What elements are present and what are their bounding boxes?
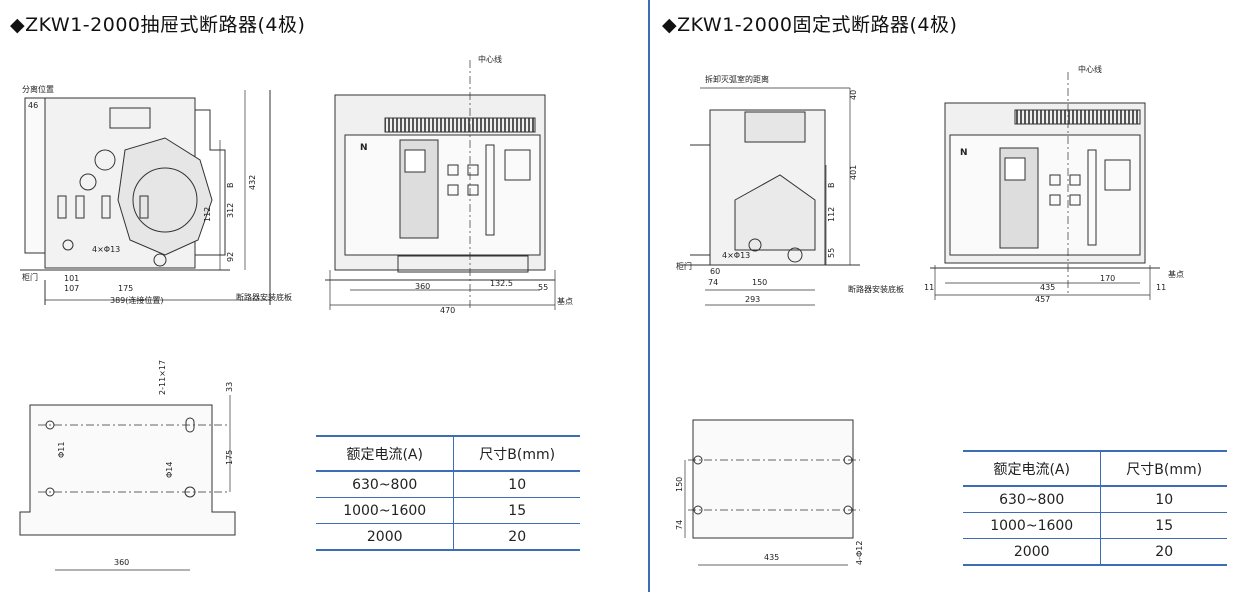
fixed-front-view bbox=[930, 72, 1160, 300]
svg-text:N: N bbox=[360, 143, 368, 153]
svg-text:11: 11 bbox=[1156, 283, 1166, 292]
fixed-side-labels: 拆卸灭弧室的距离 柜门 4×Φ13 40 401 B 112 55 60 74 … bbox=[676, 74, 858, 304]
svg-text:401: 401 bbox=[849, 165, 858, 180]
svg-text:Φ11: Φ11 bbox=[57, 442, 66, 458]
svg-text:N: N bbox=[960, 148, 968, 158]
table-row: 2000 20 bbox=[316, 523, 580, 551]
svg-text:B: B bbox=[827, 183, 836, 189]
svg-text:B: B bbox=[226, 183, 235, 189]
svg-text:150: 150 bbox=[752, 278, 767, 287]
svg-text:107: 107 bbox=[64, 284, 79, 293]
table-header-dimension: 尺寸B(mm) bbox=[1100, 450, 1227, 487]
drawout-rating-table: 额定电流(A) 尺寸B(mm) 630~800 10 1000~1600 15 … bbox=[316, 435, 580, 551]
svg-text:170: 170 bbox=[1100, 274, 1115, 283]
svg-text:101: 101 bbox=[64, 274, 79, 283]
svg-text:4×Φ13: 4×Φ13 bbox=[722, 251, 750, 260]
svg-text:74: 74 bbox=[708, 278, 718, 287]
drawout-front-view bbox=[325, 60, 556, 310]
svg-text:92: 92 bbox=[226, 252, 235, 262]
svg-text:中心线: 中心线 bbox=[1078, 64, 1102, 74]
svg-text:457: 457 bbox=[1035, 295, 1050, 304]
table-row: 1000~1600 15 bbox=[316, 497, 580, 524]
svg-text:60: 60 bbox=[710, 267, 720, 276]
drawout-title: ◆ZKW1-2000抽屉式断路器(4极) bbox=[10, 14, 306, 36]
table-row: 630~800 10 bbox=[963, 486, 1227, 513]
svg-text:33: 33 bbox=[225, 382, 234, 392]
svg-text:柜门: 柜门 bbox=[676, 261, 692, 271]
svg-text:360: 360 bbox=[415, 282, 430, 291]
fixed-rating-table: 额定电流(A) 尺寸B(mm) 630~800 10 1000~1600 15 … bbox=[963, 450, 1227, 566]
table-header-current: 额定电流(A) bbox=[316, 435, 455, 472]
svg-text:2-11×17: 2-11×17 bbox=[158, 360, 167, 395]
table-row: 630~800 10 bbox=[316, 471, 580, 498]
svg-text:74: 74 bbox=[675, 520, 684, 530]
fixed-front-labels: 中心线 N 断路器安装底板 基点 11 435 170 11 457 bbox=[848, 64, 1184, 304]
fixed-title: ◆ZKW1-2000固定式断路器(4极) bbox=[662, 14, 958, 36]
table-row: 1000~1600 15 bbox=[963, 512, 1227, 539]
svg-text:55: 55 bbox=[538, 283, 548, 292]
drawout-side-labels: 分离位置 柜门 4×Φ13 46 101 107 175 389(连接位置) 4… bbox=[22, 84, 257, 305]
drawout-mount-labels: 2-11×17 33 175 360 Φ11 Φ14 bbox=[57, 360, 234, 567]
svg-text:4-Φ12: 4-Φ12 bbox=[855, 541, 864, 565]
svg-text:112: 112 bbox=[827, 207, 836, 222]
drawout-side-view bbox=[20, 90, 271, 305]
svg-text:分离位置: 分离位置 bbox=[22, 84, 54, 94]
svg-text:175: 175 bbox=[225, 450, 234, 465]
svg-text:470: 470 bbox=[440, 306, 455, 315]
drawout-front-labels: 中心线 N 断路器安装底板 基点 360 132.5 55 470 bbox=[236, 54, 573, 315]
svg-text:40: 40 bbox=[849, 90, 858, 100]
svg-text:断路器安装底板: 断路器安装底板 bbox=[848, 284, 904, 294]
svg-text:432: 432 bbox=[248, 175, 257, 190]
fixed-mount-plan bbox=[684, 419, 860, 566]
svg-text:断路器安装底板: 断路器安装底板 bbox=[236, 292, 292, 302]
svg-text:Φ14: Φ14 bbox=[165, 462, 174, 478]
svg-text:基点: 基点 bbox=[1168, 269, 1184, 279]
svg-text:55: 55 bbox=[827, 248, 836, 258]
svg-text:拆卸灭弧室的距离: 拆卸灭弧室的距离 bbox=[705, 74, 769, 84]
svg-text:360: 360 bbox=[114, 558, 129, 567]
table-row: 2000 20 bbox=[963, 538, 1227, 566]
svg-text:46: 46 bbox=[28, 101, 38, 110]
fixed-mount-labels: 150 74 435 4-Φ12 bbox=[675, 477, 864, 565]
section-divider bbox=[648, 0, 650, 592]
svg-text:132.5: 132.5 bbox=[490, 279, 513, 288]
svg-text:11: 11 bbox=[924, 283, 934, 292]
svg-text:175: 175 bbox=[118, 284, 133, 293]
svg-text:柜门: 柜门 bbox=[22, 272, 38, 282]
svg-text:基点: 基点 bbox=[557, 296, 573, 306]
svg-text:293: 293 bbox=[745, 295, 760, 304]
svg-text:4×Φ13: 4×Φ13 bbox=[92, 245, 120, 254]
table-header-current: 额定电流(A) bbox=[963, 450, 1102, 487]
svg-text:中心线: 中心线 bbox=[478, 54, 502, 64]
svg-text:150: 150 bbox=[675, 477, 684, 492]
drawout-mount-plan bbox=[19, 395, 236, 571]
svg-text:389(连接位置): 389(连接位置) bbox=[110, 295, 164, 305]
fixed-side-view bbox=[680, 87, 860, 306]
svg-text:435: 435 bbox=[764, 553, 779, 562]
svg-text:312: 312 bbox=[226, 203, 235, 218]
svg-text:112: 112 bbox=[203, 207, 212, 222]
svg-text:435: 435 bbox=[1040, 283, 1055, 292]
table-header-dimension: 尺寸B(mm) bbox=[453, 435, 580, 472]
